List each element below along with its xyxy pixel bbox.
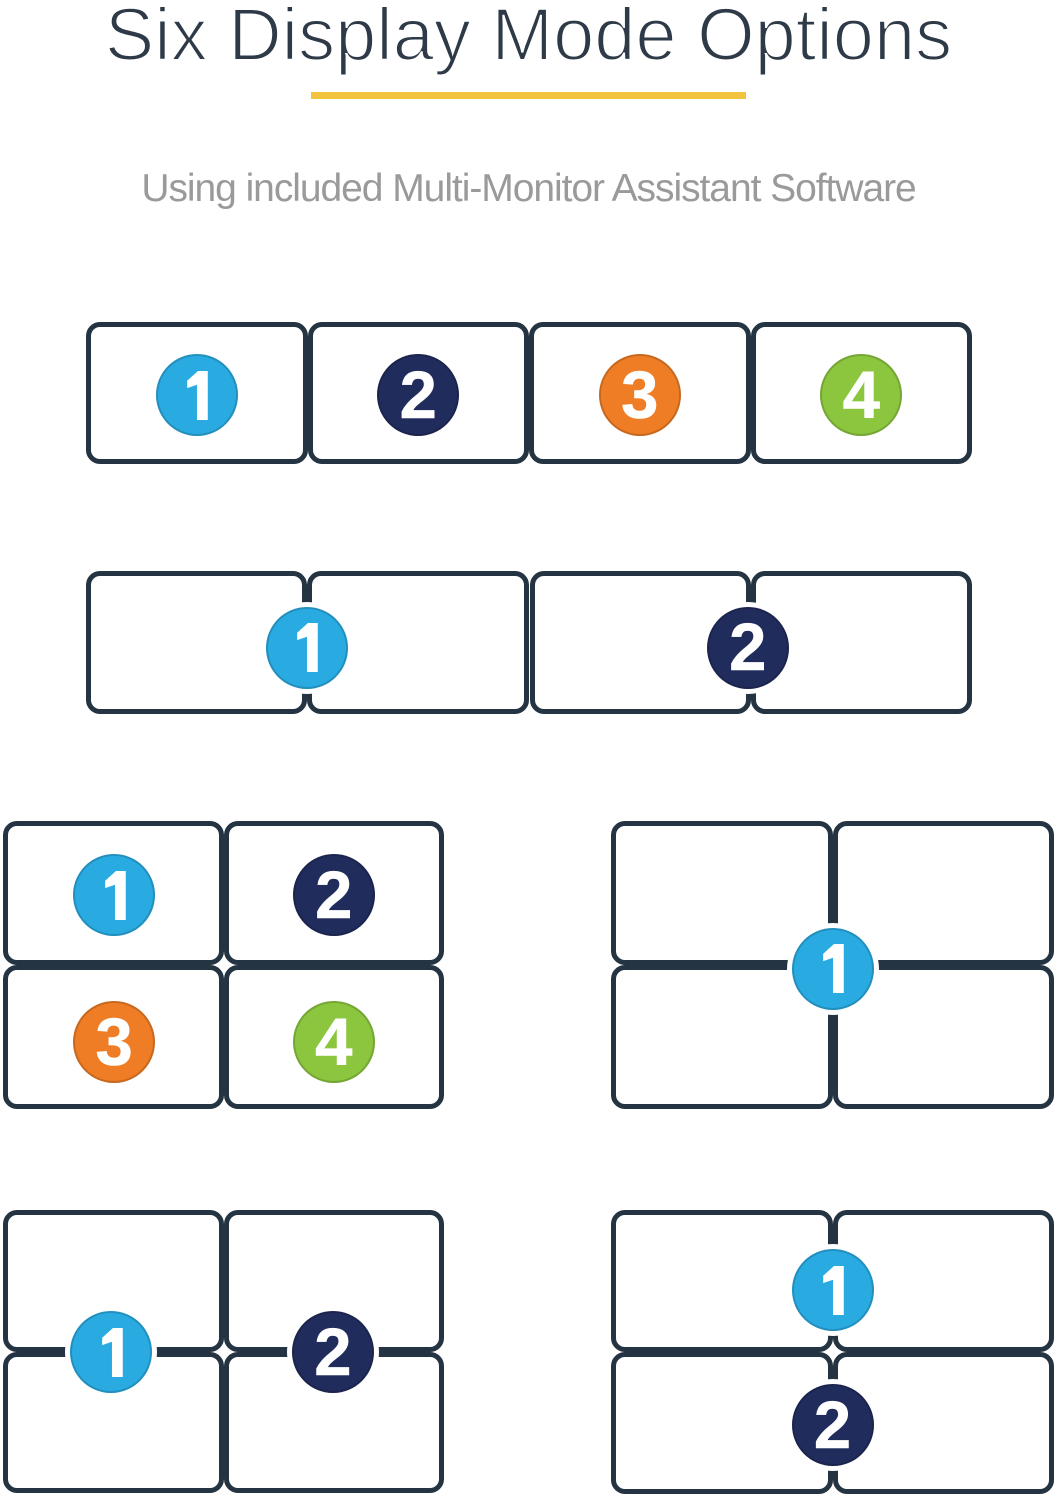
display-number-badge-1 — [155, 354, 238, 436]
display-number-badge-1 — [265, 606, 348, 689]
display-number-badge-4: 4 — [820, 354, 903, 436]
display-number — [823, 944, 844, 993]
display-mode-two-by-two-vertical-pairs: 2 — [3, 1210, 444, 1493]
display-mode-two-by-two-four-displays: 2 3 4 — [3, 821, 444, 1109]
display-number: 4 — [315, 1004, 353, 1080]
display-number — [187, 370, 209, 420]
display-number: 3 — [95, 1004, 133, 1080]
display-number-badge-2: 2 — [706, 606, 789, 689]
monitor — [3, 965, 224, 1109]
display-number — [104, 870, 126, 920]
display-number-badge-2: 2 — [291, 1311, 374, 1394]
monitor — [750, 571, 973, 714]
monitor — [611, 1352, 833, 1494]
page-title: Six Display Mode Options — [104, 0, 953, 77]
display-number: 2 — [729, 610, 767, 686]
display-number-badge-3: 3 — [598, 354, 681, 436]
display-number: 3 — [621, 357, 659, 433]
display-number-badge-1 — [73, 854, 156, 936]
display-number-badge-4: 4 — [292, 1001, 375, 1084]
monitor — [832, 1210, 1054, 1352]
display-number: 4 — [842, 357, 880, 433]
display-mode-four-displays-in-a-row: 2 3 4 — [86, 322, 972, 464]
display-number — [101, 1327, 123, 1377]
monitor — [86, 322, 308, 464]
display-number: 2 — [813, 1387, 852, 1463]
monitor — [611, 821, 833, 965]
display-number: 2 — [314, 1314, 352, 1390]
display-mode-two-by-two-horizontal-pairs: 2 — [611, 1210, 1054, 1494]
display-mode-two-spanned-pairs-in-a-row: 2 — [86, 571, 973, 714]
display-number-badge-1 — [791, 927, 874, 1010]
display-number-badge-2: 2 — [791, 1384, 874, 1466]
display-number — [823, 1265, 844, 1315]
monitor — [611, 965, 833, 1109]
monitor — [832, 965, 1054, 1109]
display-number-badge-2: 2 — [377, 354, 460, 436]
display-number: 2 — [399, 357, 437, 433]
title-underline — [311, 92, 746, 99]
monitor — [832, 821, 1054, 965]
display-number — [297, 623, 318, 673]
display-number-badge-1 — [791, 1249, 874, 1332]
monitor — [223, 1351, 444, 1493]
display-mode-two-by-two-single-span — [611, 821, 1054, 1109]
display-number-badge-1 — [70, 1311, 152, 1394]
display-number: 2 — [315, 857, 353, 933]
display-number-badge-2: 2 — [292, 854, 375, 936]
display-number-badge-3: 3 — [73, 1001, 156, 1084]
page-subtitle: Using included Multi-Monitor Assistant S… — [141, 167, 916, 210]
